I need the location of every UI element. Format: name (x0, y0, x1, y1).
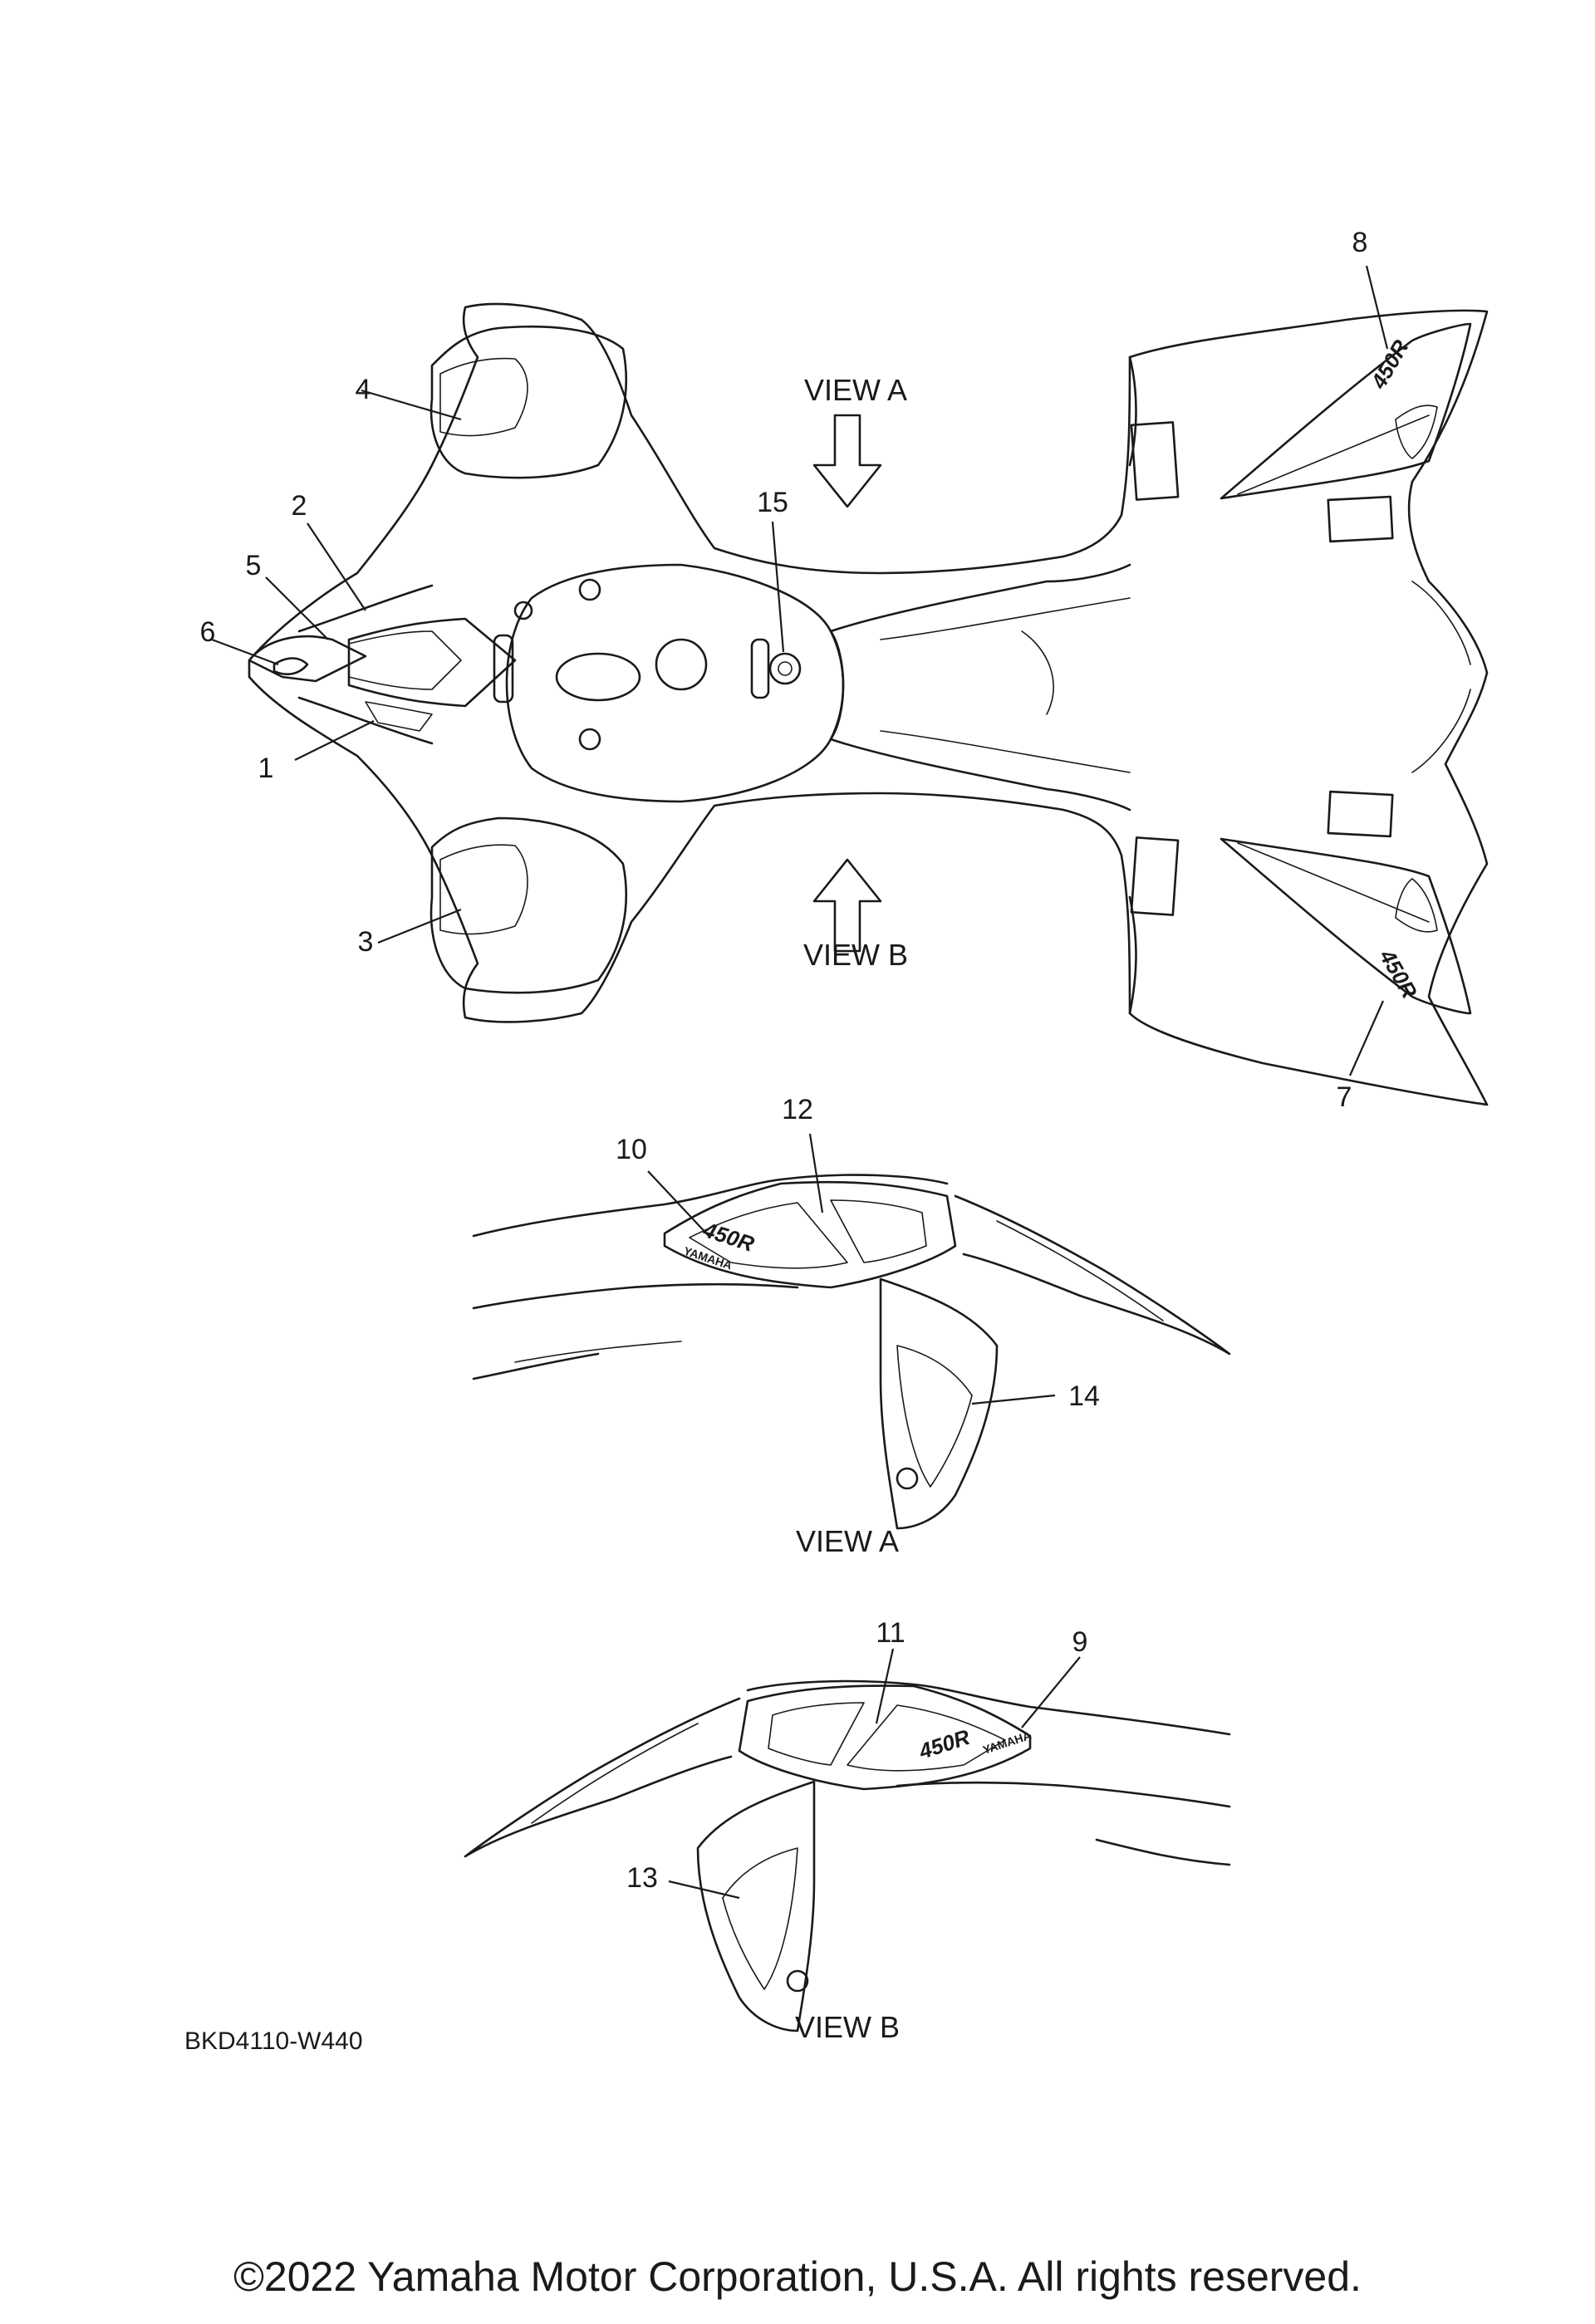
decal-8-model-text: 450R (1366, 336, 1414, 394)
view-b-caption: VIEW B (795, 2010, 900, 2044)
callout-11: 11 (876, 1617, 905, 1649)
callout-8: 8 (1352, 227, 1368, 258)
callout-leaders (211, 265, 1389, 1900)
view-b-arrow-label: VIEW B (803, 938, 908, 972)
callout-2: 2 (292, 490, 307, 522)
callout-1: 1 (258, 753, 274, 784)
part-code: BKD4110-W440 (184, 2027, 363, 2055)
callout-12: 12 (782, 1094, 813, 1125)
callout-3: 3 (358, 926, 374, 958)
callout-5: 5 (246, 550, 262, 581)
callout-15: 15 (757, 487, 788, 518)
top-view-body (248, 302, 1489, 1106)
callout-6: 6 (200, 616, 216, 648)
callout-14: 14 (1068, 1380, 1100, 1412)
callout-9: 9 (1072, 1626, 1088, 1658)
callout-4: 4 (356, 374, 371, 405)
view-a-side-drawing (472, 1174, 1231, 1530)
copyright-notice: ©2022 Yamaha Motor Corporation, U.S.A. A… (233, 2253, 1362, 2300)
view-b-side-drawing (464, 1679, 1231, 2032)
callout-7: 7 (1337, 1081, 1352, 1113)
view-b-model-text: 450R (915, 1724, 974, 1764)
callout-10: 10 (616, 1134, 647, 1165)
view-a-caption: VIEW A (796, 1524, 899, 1558)
view-a-arrow-label: VIEW A (804, 373, 907, 407)
callout-13: 13 (626, 1862, 658, 1894)
